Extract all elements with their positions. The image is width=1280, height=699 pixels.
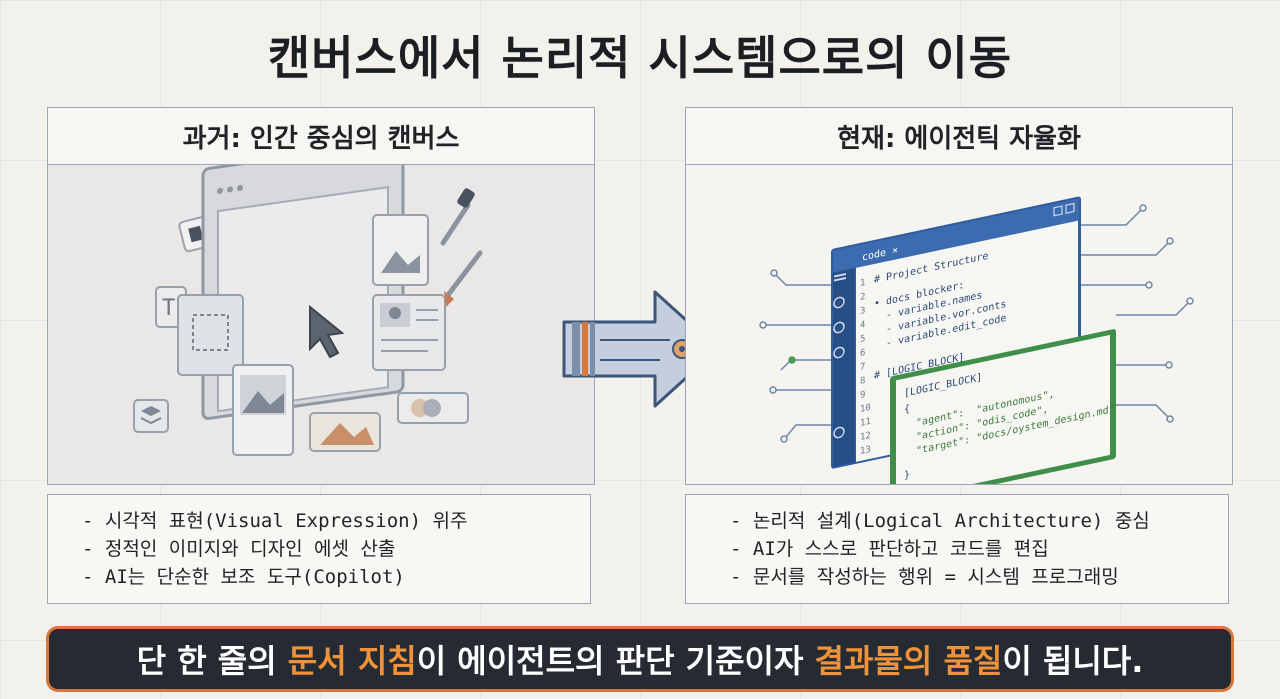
toggle-tile-icon — [397, 392, 469, 424]
svg-text:1: 1 — [860, 278, 865, 289]
svg-text:4: 4 — [860, 320, 866, 331]
code-editor-illustration: code × 1 2 3 4 5 6 7 8 9 10 11 12 13 # P… — [759, 196, 1194, 484]
line-numbers: 1 2 3 4 5 6 7 8 9 10 11 12 13 — [860, 278, 871, 457]
left-bullet-list: - 시각적 표현(Visual Expression) 위주 - 정적인 이미지… — [47, 494, 591, 604]
left-bullet-item: - AI는 단순한 보조 도구(Copilot) — [82, 566, 405, 588]
right-bullet-item: - AI가 스스로 판단하고 코드를 편집 — [730, 538, 1049, 560]
left-panel-heading: 과거: 인간 중심의 캔버스 — [47, 107, 595, 165]
canvas-illustration: T — [133, 165, 483, 456]
cursor-icon — [309, 304, 345, 359]
left-panel-illustration: T — [47, 164, 595, 485]
main-canvas-window — [201, 165, 405, 420]
svg-text:10: 10 — [860, 403, 871, 415]
right-panel-heading: 현재: 에이전틱 자율화 — [685, 107, 1233, 165]
banner-text-2: 이 에이전트의 판단 기준이자 — [416, 642, 815, 680]
svg-text:12: 12 — [860, 431, 871, 443]
svg-text:3: 3 — [860, 306, 865, 317]
svg-text:11: 11 — [860, 417, 871, 429]
layers-icon — [133, 399, 169, 433]
svg-text:9: 9 — [860, 390, 865, 401]
right-bullet-item: - 논리적 설계(Logical Architecture) 중심 — [730, 510, 1150, 532]
svg-text:2: 2 — [860, 292, 865, 303]
shapes-tile-icon — [309, 412, 381, 452]
summary-banner: 단 한 줄의 문서 지침 이 에이전트의 판단 기준이자 결과물의 품질 이 됩… — [46, 626, 1234, 692]
left-bullet-item: - 시각적 표현(Visual Expression) 위주 — [82, 510, 468, 532]
paintbrush-icon — [444, 250, 483, 307]
image-card-icon — [372, 214, 429, 286]
banner-highlight-2: 결과물의 품질 — [814, 642, 1003, 680]
eyedropper-icon — [440, 188, 475, 246]
svg-text:13: 13 — [860, 445, 871, 457]
photo-stack-icon — [232, 364, 294, 456]
right-panel-heading-text: 현재: 에이전틱 자율화 — [837, 123, 1081, 154]
svg-text:{: { — [904, 403, 910, 415]
banner-highlight-1: 문서 지침 — [287, 642, 417, 680]
selection-box-icon — [177, 294, 244, 376]
svg-text:5: 5 — [860, 334, 865, 345]
logic-block-panel: [LOGIC_BLOCK] { "agent": "autonomous", "… — [890, 329, 1116, 484]
profile-card-icon — [372, 294, 446, 371]
right-panel-illustration: code × 1 2 3 4 5 6 7 8 9 10 11 12 13 # P… — [685, 164, 1233, 485]
banner-text-1: 단 한 줄의 — [136, 642, 288, 680]
circuit-lines — [759, 204, 1194, 443]
left-panel-heading-text: 과거: 인간 중심의 캔버스 — [182, 123, 460, 154]
right-bullet-item: - 문서를 작성하는 행위 = 시스템 프로그래밍 — [730, 566, 1119, 588]
svg-text:7: 7 — [860, 362, 865, 373]
svg-text:}: } — [904, 469, 910, 481]
svg-text:6: 6 — [860, 348, 865, 359]
svg-text:T: T — [162, 296, 175, 321]
page-title: 캔버스에서 논리적 시스템으로의 이동 — [267, 31, 1013, 85]
banner-text-3: 이 됩니다. — [1002, 642, 1144, 680]
svg-text:8: 8 — [860, 376, 865, 387]
right-bullet-list: - 논리적 설계(Logical Architecture) 중심 - AI가 … — [685, 494, 1229, 604]
left-bullet-item: - 정적인 이미지와 디자인 에셋 산출 — [82, 538, 396, 560]
